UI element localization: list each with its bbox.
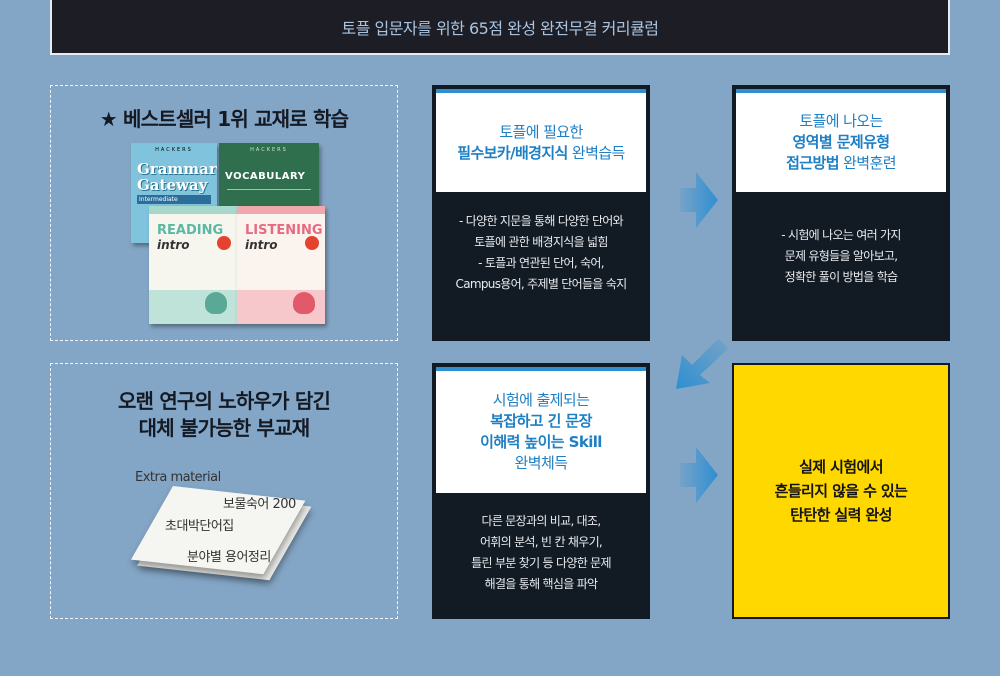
step-final-result: 실제 시험에서 흔들리지 않을 수 있는 탄탄한 실력 완성 [732,363,950,619]
header-title: 토플 입문자를 위한 65점 완성 완전무결 커리큘럼 [341,18,659,38]
arrow-right-icon [680,447,718,503]
listening-intro-book: LISTENING intro [237,206,325,324]
book-subtitle: Intermediate [137,195,211,204]
material-item: 보물숙어 200 [223,497,296,512]
curriculum-header: 토플 입문자를 위한 65점 완성 완전무결 커리큘럼 [50,0,950,55]
book-subtitle: intro [157,238,190,252]
owl-icon [205,292,227,314]
materials-title: 오랜 연구의 노하우가 담긴 대체 불가능한 부교재 [117,389,331,440]
book-title: LISTENING [245,223,323,238]
step-reading-skill: 시험에 출제되는 복잡하고 긴 문장 이해력 높이는 Skill 완벽체득 다른… [432,363,650,619]
bestseller-panel: ★ 베스트셀러 1위 교재로 학습 HACKERS Grammar Gatewa… [50,85,398,341]
material-item: 초대박단어집 [165,519,234,534]
step-question-types: 토플에 나오는 영역별 문제유형 접근방법 완벽훈련 - 시험에 나오는 여러 … [732,85,950,341]
badge-icon [217,236,231,250]
step-description: - 시험에 나오는 여러 가지 문제 유형들을 알아보고, 정확한 풀이 방법을… [781,228,901,284]
arrow-right-icon [680,172,718,228]
step-title: 토플에 나오는 영역별 문제유형 접근방법 완벽훈련 [736,89,946,192]
step-title: 시험에 출제되는 복잡하고 긴 문장 이해력 높이는 Skill 완벽체득 [436,367,646,493]
step-vocab-background: 토플에 필요한 필수보카/배경지식 완벽습득 - 다양한 지문을 통해 다양한 … [432,85,650,341]
book-title-line2: Gateway [137,176,208,194]
step-title: 토플에 필요한 필수보카/배경지식 완벽습득 [436,89,646,192]
final-result-text: 실제 시험에서 흔들리지 않을 수 있는 탄탄한 실력 완성 [774,458,908,524]
book-brand: HACKERS [250,147,288,153]
materials-panel: 오랜 연구의 노하우가 담긴 대체 불가능한 부교재 Extra materia… [50,363,398,619]
step-description: 다른 문장과의 비교, 대조, 어휘의 분석, 빈 칸 채우기, 틀린 부분 찾… [471,514,611,591]
material-item: 분야별 용어정리 [187,550,271,565]
divider [227,189,311,190]
bestseller-title: ★ 베스트셀러 1위 교재로 학습 [99,107,349,131]
arrow-down-left-icon [676,339,728,389]
book-title: VOCABULARY [225,171,306,182]
badge-icon [305,236,319,250]
book-brand: HACKERS [155,147,193,153]
step-description: - 다양한 지문을 통해 다양한 단어와 토플에 관한 배경지식을 넓힘 - 토… [455,214,628,291]
owl-icon [293,292,315,314]
reading-intro-book: READING intro [149,206,237,324]
book-title: READING [157,223,224,238]
material-item: Extra material [135,470,221,485]
book-subtitle: intro [245,238,278,252]
book-title-line1: Grammar [137,160,217,178]
